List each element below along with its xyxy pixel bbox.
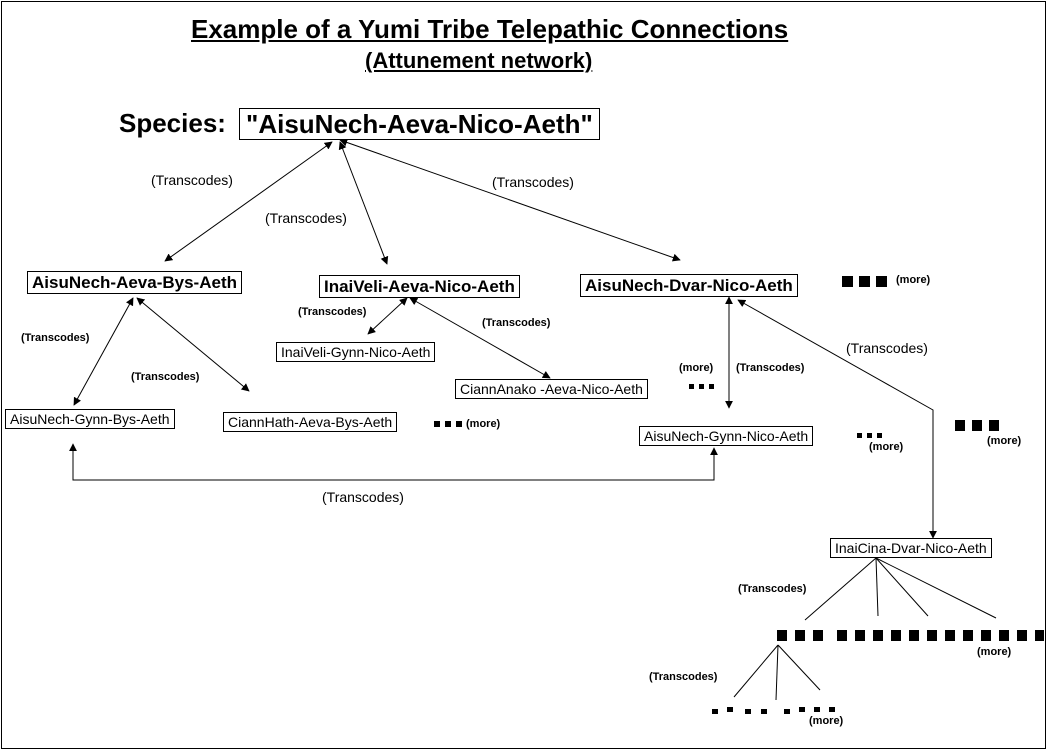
- more-dot: [989, 420, 999, 431]
- edge-label: (Transcodes): [298, 306, 367, 318]
- edge-label: (Transcodes): [322, 489, 404, 505]
- more-dot: [745, 709, 751, 714]
- species-label: Species:: [119, 108, 226, 138]
- more-dot: [434, 421, 440, 427]
- edge-inai-ciannanako: [409, 297, 551, 379]
- edge-species-dvar-nico: [339, 138, 681, 262]
- more-dot: [963, 630, 973, 641]
- more-label: (more): [809, 715, 844, 727]
- edge-label: (Transcodes): [151, 172, 233, 188]
- edge-label: (Transcodes): [649, 671, 718, 683]
- more-label: (more): [466, 418, 501, 430]
- more-dot: [799, 707, 805, 712]
- more-dot: [867, 433, 872, 438]
- edge-fan: [875, 557, 879, 617]
- more-dot: [784, 709, 790, 714]
- node-ciannanako-aeva-nico: CiannAnako -Aeva-Nico-Aeth: [455, 379, 648, 399]
- edge-fan: [777, 644, 821, 691]
- more-dot: [955, 420, 965, 431]
- more-dot: [712, 709, 718, 714]
- more-dot: [857, 433, 862, 438]
- more-dot: [689, 384, 694, 389]
- edge-dvar-inaicina: [737, 299, 937, 539]
- edge-fan: [875, 557, 929, 617]
- more-dot: [813, 630, 823, 641]
- node-inaiveli-aeva-nico: InaiVeli-Aeva-Nico-Aeth: [319, 275, 520, 298]
- edge-label: (Transcodes): [482, 317, 551, 329]
- edge-fan: [875, 557, 997, 619]
- edge-aevabys-gynnbys: [73, 297, 134, 406]
- more-dot: [927, 630, 937, 641]
- more-dot: [837, 630, 847, 641]
- more-dot: [842, 276, 853, 287]
- node-ciannhath-aeva-bys: CiannHath-Aeva-Bys-Aeth: [223, 412, 398, 432]
- edge-gynnbys-gynnnico: [69, 443, 718, 481]
- more-dot: [981, 630, 991, 641]
- species-node: "AisuNech-Aeva-Nico-Aeth": [239, 108, 600, 140]
- more-dot: [456, 421, 462, 427]
- more-label: (more): [896, 274, 931, 286]
- more-dot: [814, 707, 820, 712]
- diagram-subtitle: (Attunement network): [365, 48, 593, 73]
- edge-label: (Transcodes): [131, 371, 200, 383]
- edge-species-inai-aeva: [338, 141, 389, 265]
- diagram-title: Example of a Yumi Tribe Telepathic Conne…: [191, 14, 789, 44]
- node-inaiveli-gynn-nico: InaiVeli-Gynn-Nico-Aeth: [276, 342, 436, 362]
- node-inaicina-dvar-nico: InaiCina-Dvar-Nico-Aeth: [830, 538, 992, 558]
- more-dot: [829, 707, 835, 712]
- more-dot: [999, 630, 1009, 641]
- more-dot: [972, 420, 982, 431]
- more-dot: [945, 630, 955, 641]
- edge-label: (Transcodes): [21, 332, 90, 344]
- node-aisunech-dvar-nico: AisuNech-Dvar-Nico-Aeth: [580, 274, 798, 297]
- edge-species-aeva-bys: [164, 141, 333, 262]
- more-dot: [699, 384, 704, 389]
- node-aisunech-aeva-bys: AisuNech-Aeva-Bys-Aeth: [27, 271, 242, 294]
- edge-label: (Transcodes): [738, 583, 807, 595]
- more-dot: [859, 276, 870, 287]
- more-dot: [891, 630, 901, 641]
- more-dot: [1017, 630, 1027, 641]
- more-dot: [1035, 630, 1044, 641]
- edge-fan: [733, 644, 779, 698]
- more-dot: [709, 384, 714, 389]
- more-dot: [876, 276, 887, 287]
- more-dot: [855, 630, 865, 641]
- more-label: (more): [977, 646, 1012, 658]
- more-dot: [909, 630, 919, 641]
- more-dot: [445, 421, 451, 427]
- edge-aevabys-ciannhath: [136, 297, 250, 392]
- more-dot: [877, 433, 882, 438]
- edge-label: (Transcodes): [492, 174, 574, 190]
- node-aisunech-gynn-nico: AisuNech-Gynn-Nico-Aeth: [639, 426, 814, 446]
- edge-label: (Transcodes): [846, 340, 928, 356]
- more-dot: [727, 707, 733, 712]
- more-dot: [761, 709, 767, 714]
- more-dot: [777, 630, 787, 641]
- more-dot: [873, 630, 883, 641]
- edge-inai-gynn: [367, 297, 408, 335]
- edge-label: (Transcodes): [736, 362, 805, 374]
- more-label: (more): [679, 362, 714, 374]
- node-aisunech-gynn-bys: AisuNech-Gynn-Bys-Aeth: [5, 409, 175, 429]
- edge-label: (Transcodes): [265, 210, 347, 226]
- more-dot: [795, 630, 805, 641]
- edge-fan: [775, 644, 779, 701]
- more-label: (more): [987, 435, 1022, 447]
- edge-fan: [804, 557, 877, 621]
- more-label: (more): [869, 441, 904, 453]
